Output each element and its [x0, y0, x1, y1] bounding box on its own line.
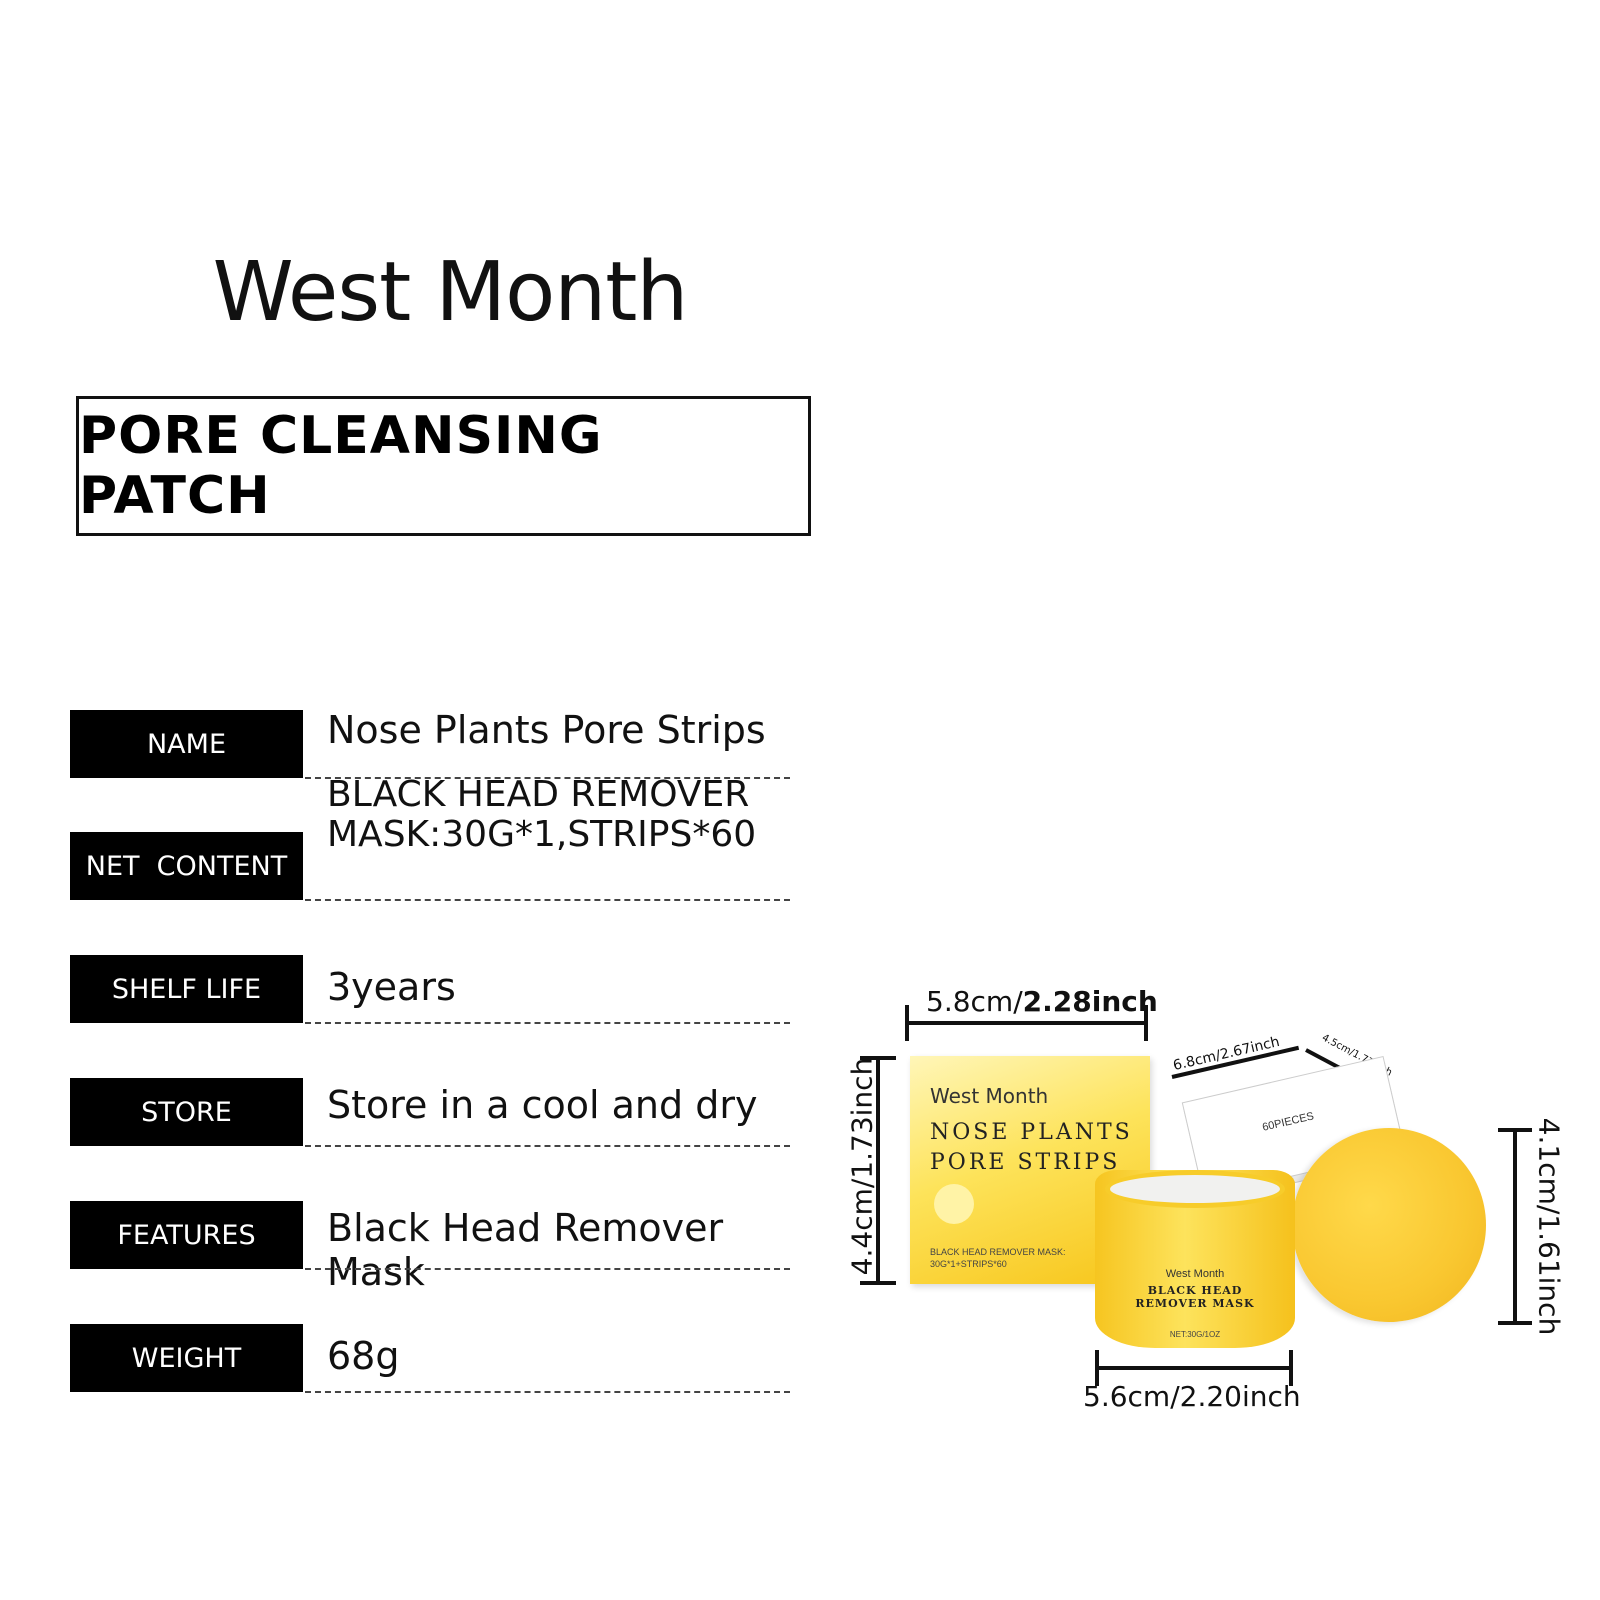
spec-value-store: Store in a cool and dry	[327, 1083, 758, 1127]
dim-bar	[876, 1056, 880, 1284]
box-sub-line2: 30G*1+STRIPS*60	[930, 1259, 1007, 1269]
dim-tick	[860, 1281, 896, 1285]
dim-box-height: 4.4cm/1.73inch	[845, 1057, 879, 1276]
divider	[305, 1268, 790, 1270]
dim-tick	[1498, 1321, 1532, 1325]
spec-row-store: STORE Store in a cool and dry	[70, 1078, 790, 1153]
box-title-line2: PORE STRIPS	[930, 1150, 1121, 1175]
dim-bar	[1513, 1128, 1517, 1324]
spec-value-weight: 68g	[327, 1334, 400, 1378]
dim-lid-height: 4.1cm/1.61inch	[1532, 1117, 1566, 1336]
dim-tick	[860, 1056, 896, 1060]
dim-box-width: 5.8cm/2.28inch	[926, 985, 1158, 1018]
spec-row-weight: WEIGHT 68g	[70, 1324, 790, 1399]
jar-lid	[1292, 1128, 1486, 1322]
product-title-box: PORE CLEANSING PATCH	[76, 396, 811, 536]
box-sub-line1: BLACK HEAD REMOVER MASK:	[930, 1247, 1066, 1257]
spec-row-net-content: NET CONTENT BLACK HEAD REMOVER MASK:30G*…	[70, 774, 790, 907]
spec-value-shelf-life: 3years	[327, 965, 456, 1009]
divider	[305, 1022, 790, 1024]
spec-label-store: STORE	[70, 1078, 303, 1146]
dim-tick	[1289, 1350, 1293, 1386]
spec-value-net-content-line1: BLACK HEAD REMOVER	[327, 774, 750, 815]
dim-tick	[1498, 1128, 1532, 1132]
dim-bar	[1095, 1366, 1292, 1370]
nose-icon	[934, 1184, 974, 1224]
divider	[305, 1145, 790, 1147]
spec-label-name: NAME	[70, 710, 303, 778]
dim-tick	[1144, 1005, 1148, 1041]
jar-brand: West Month	[1165, 1268, 1225, 1280]
spec-label-net-content: NET CONTENT	[70, 832, 303, 900]
product-title: PORE CLEANSING PATCH	[79, 406, 603, 526]
spec-label-weight: WEIGHT	[70, 1324, 303, 1392]
jar-net: NET:30G/1OZ	[1169, 1330, 1221, 1339]
strips-label: 60PIECES	[1261, 1110, 1316, 1134]
spec-row-shelf-life: SHELF LIFE 3years	[70, 955, 790, 1030]
divider	[305, 899, 790, 901]
spec-label-features: FEATURES	[70, 1201, 303, 1269]
dim-jar-width: 5.6cm/2.20inch	[1083, 1380, 1301, 1413]
spec-label-shelf-life: SHELF LIFE	[70, 955, 303, 1023]
brand-title: West Month	[212, 245, 689, 340]
jar-title-line2: REMOVER MASK	[1135, 1297, 1255, 1310]
spec-row-name: NAME Nose Plants Pore Strips	[70, 708, 790, 785]
spec-value-name: Nose Plants Pore Strips	[327, 708, 766, 752]
box-brand: West Month	[930, 1084, 1049, 1108]
mask-jar: West Month BLACK HEAD REMOVER MASK NET:3…	[1095, 1170, 1295, 1348]
divider	[305, 777, 790, 779]
dim-tick	[905, 1005, 909, 1041]
box-title-line1: NOSE PLANTS	[930, 1120, 1133, 1145]
divider	[305, 1391, 790, 1393]
spec-value-features: Black Head Remover Mask	[327, 1206, 724, 1294]
jar-title-line1: BLACK HEAD	[1147, 1284, 1243, 1297]
spec-value-net-content-line2: MASK:30G*1,STRIPS*60	[327, 814, 757, 855]
jar-opening	[1105, 1170, 1285, 1208]
dim-box-width-in: 2.28inch	[1022, 985, 1158, 1018]
dim-tick	[1095, 1350, 1099, 1386]
dim-box-width-cm: 5.8cm/	[926, 985, 1023, 1018]
spec-row-features: FEATURES Black Head Remover Mask	[70, 1201, 790, 1294]
dim-bar	[905, 1021, 1147, 1025]
